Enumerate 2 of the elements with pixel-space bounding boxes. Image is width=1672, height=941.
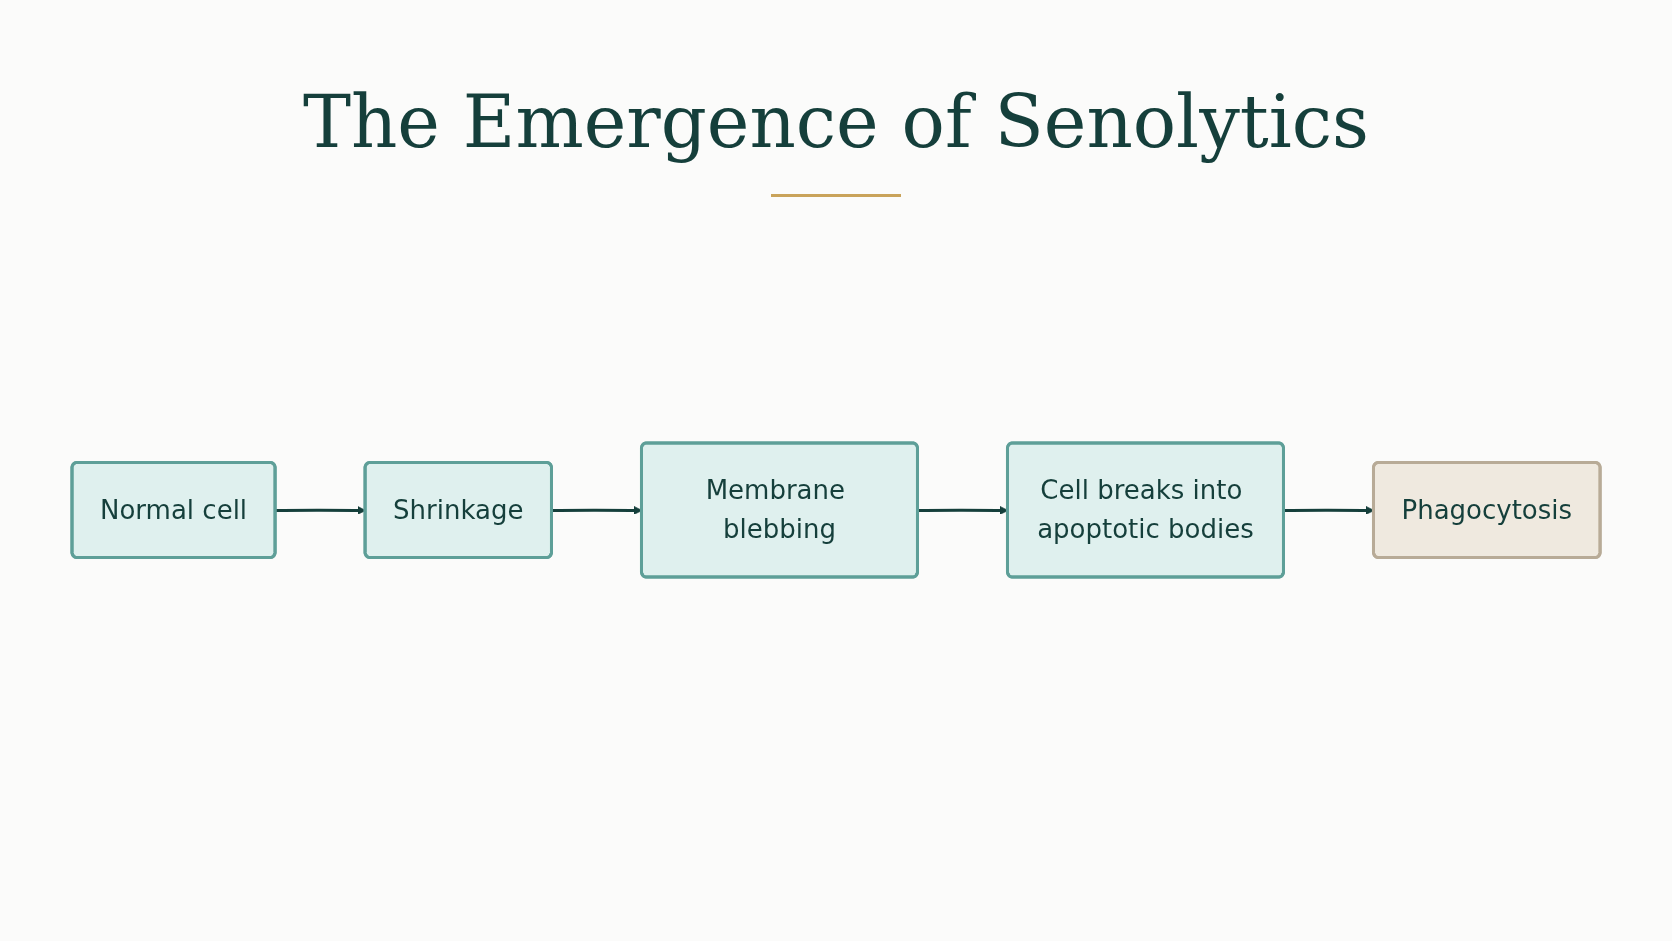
title: The Emergence of Senolytics bbox=[301, 80, 1371, 164]
arrow bbox=[275, 506, 366, 515]
